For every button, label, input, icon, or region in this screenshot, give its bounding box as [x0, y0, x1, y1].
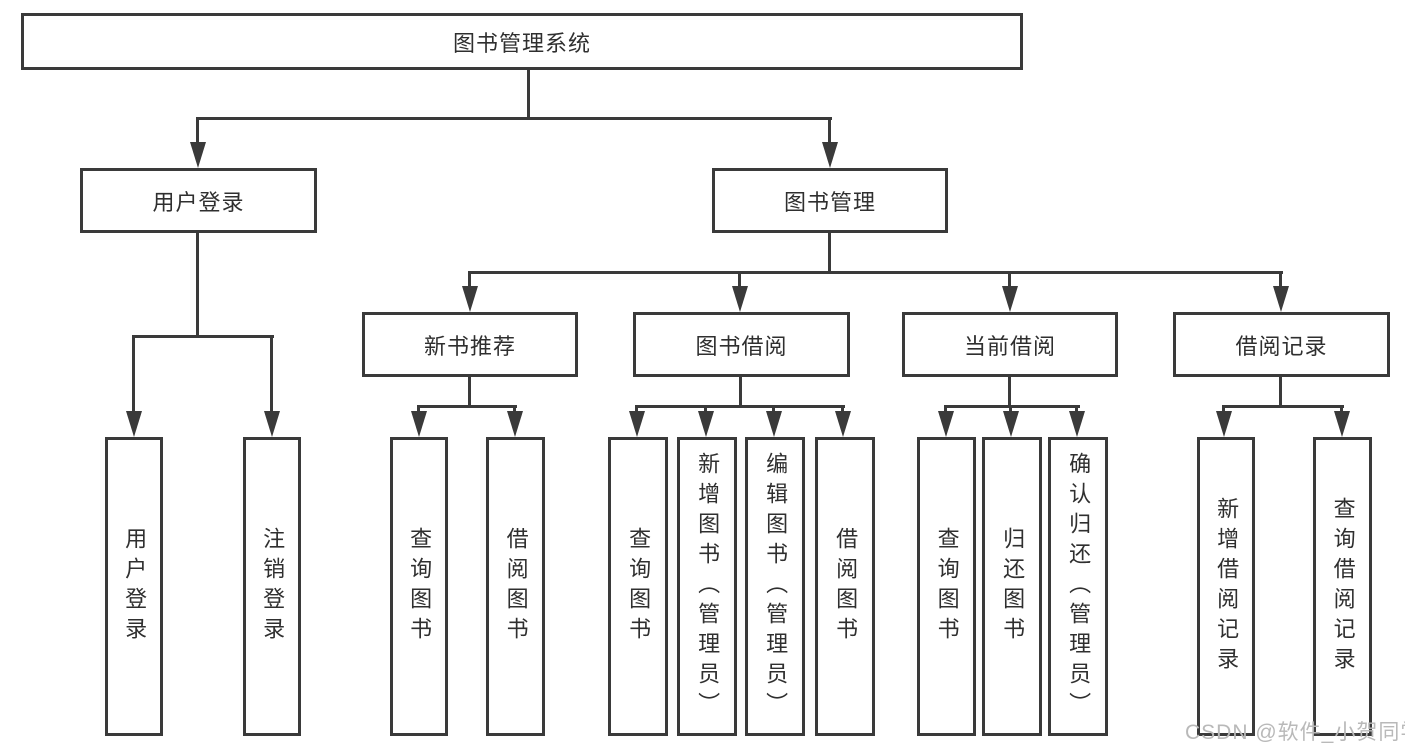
node-user-login: 用户登录 [80, 168, 317, 233]
arrow-down-icon [1334, 411, 1350, 437]
leaf-borrow-books: 借阅图书 [815, 437, 875, 736]
arrow-down-icon [462, 286, 478, 312]
leaf-query-books: 查询图书 [608, 437, 668, 736]
arrow-down-icon [1216, 411, 1232, 437]
arrow-down-icon [507, 411, 523, 437]
connector-current-borrow-stem [1008, 377, 1011, 407]
arrow-down-icon [1069, 411, 1085, 437]
node-label: 查询图书 [407, 526, 433, 647]
arrow-down-icon [1273, 286, 1289, 312]
connector-drop-book-borrow [738, 271, 741, 291]
leaf-confirm-return-admin: 确认归还（管理员） [1048, 437, 1108, 736]
node-label: 确认归还（管理员） [1066, 451, 1092, 722]
leaf-add-borrow-record: 新增借阅记录 [1197, 437, 1255, 736]
connector-drop-user-login [196, 117, 199, 149]
arrow-down-icon [190, 142, 206, 168]
connector-root-stem [527, 69, 530, 119]
node-label: 图书管理 [783, 189, 876, 215]
leaf-edit-books-admin: 编辑图书（管理员） [745, 437, 805, 736]
connector-user-login-rail [132, 335, 274, 338]
leaf-query-books: 查询图书 [390, 437, 448, 736]
arrow-down-icon [629, 411, 645, 437]
node-label: 查询图书 [934, 526, 960, 647]
leaf-user-login: 用户登录 [105, 437, 163, 736]
arrow-down-icon [822, 142, 838, 168]
arrow-down-icon [126, 411, 142, 437]
connector-book-mgmt-stem [828, 233, 831, 274]
connector-new-book-stem [468, 377, 471, 407]
node-label: 新增图书（管理员） [695, 451, 721, 722]
node-book-borrowing: 图书借阅 [633, 312, 850, 377]
node-label: 用户登录 [122, 526, 148, 647]
node-label: 图书管理系统 [452, 30, 591, 56]
node-new-book-recommend: 新书推荐 [362, 312, 578, 377]
leaf-borrow-books: 借阅图书 [486, 437, 545, 736]
arrow-down-icon [766, 411, 782, 437]
connector-user-login-stem [196, 233, 199, 338]
arrow-down-icon [835, 411, 851, 437]
csdn-watermark: CSDN @软件_小贺同学 [1185, 721, 1405, 744]
connector-drop-borrow-record [1279, 271, 1282, 291]
connector-book-borrow-stem [739, 377, 742, 407]
connector-borrow-record-stem [1279, 377, 1282, 407]
arrow-down-icon [732, 286, 748, 312]
connector-drop-leaf-user-login [132, 335, 135, 417]
leaf-return-books: 归还图书 [982, 437, 1042, 736]
node-label: 借阅记录 [1235, 333, 1328, 359]
connector-current-borrow-rail [944, 405, 1080, 408]
leaf-query-books: 查询图书 [917, 437, 976, 736]
node-label: 查询借阅记录 [1330, 496, 1356, 677]
node-book-management: 图书管理 [712, 168, 948, 233]
node-label: 新增借阅记录 [1214, 496, 1240, 677]
node-label: 注销登录 [260, 526, 286, 647]
arrow-down-icon [264, 411, 280, 437]
connector-drop-leaf-logout [270, 335, 273, 417]
arrow-down-icon [1003, 411, 1019, 437]
connector-drop-new-book [468, 271, 471, 291]
connector-drop-book-mgmt [828, 117, 831, 149]
connector-level3-rail [468, 271, 1283, 274]
arrow-down-icon [411, 411, 427, 437]
connector-level2-rail [196, 117, 832, 120]
node-borrowing-records: 借阅记录 [1173, 312, 1390, 377]
leaf-add-books-admin: 新增图书（管理员） [677, 437, 737, 736]
connector-borrow-record-rail [1222, 405, 1344, 408]
node-label: 编辑图书（管理员） [763, 451, 789, 722]
leaf-query-borrow-record: 查询借阅记录 [1313, 437, 1372, 736]
node-label: 用户登录 [152, 189, 245, 215]
connector-new-book-rail [417, 405, 517, 408]
arrow-down-icon [938, 411, 954, 437]
leaf-logout: 注销登录 [243, 437, 301, 736]
node-label: 新书推荐 [423, 333, 516, 359]
connector-book-borrow-rail [635, 405, 845, 408]
connector-drop-current-borrow [1008, 271, 1011, 291]
node-label: 归还图书 [1000, 526, 1026, 647]
node-label: 借阅图书 [503, 526, 529, 647]
node-current-borrowing: 当前借阅 [902, 312, 1118, 377]
node-label: 图书借阅 [695, 333, 788, 359]
node-label: 当前借阅 [963, 333, 1056, 359]
node-library-management-system: 图书管理系统 [21, 13, 1023, 70]
arrow-down-icon [1002, 286, 1018, 312]
node-label: 查询图书 [626, 526, 652, 647]
arrow-down-icon [698, 411, 714, 437]
node-label: 借阅图书 [833, 526, 859, 647]
